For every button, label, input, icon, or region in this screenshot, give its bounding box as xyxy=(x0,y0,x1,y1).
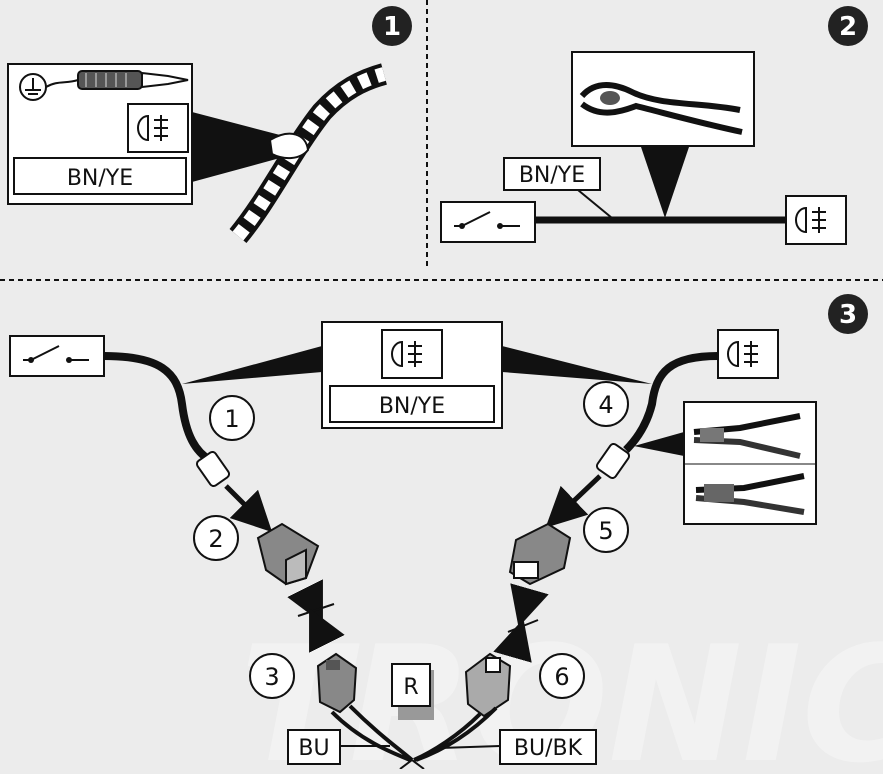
mating-arrows-right xyxy=(493,583,549,663)
lead-wires xyxy=(330,704,498,762)
callout-5: 5 xyxy=(583,507,629,553)
panel-1-test-lamp: BN/YE xyxy=(7,63,388,244)
lower-left-connector xyxy=(316,652,358,714)
fog-lamp-icon-4 xyxy=(717,329,779,379)
lead-box-right xyxy=(499,729,597,765)
step-badge-1: 1 xyxy=(372,6,412,46)
callout-2: 2 xyxy=(193,515,239,561)
callout-1: 1 xyxy=(209,395,255,441)
wire-color-label: BN/YE xyxy=(67,166,133,191)
svg-text:3: 3 xyxy=(264,663,279,691)
right-terminal xyxy=(595,442,631,480)
wire-bundle xyxy=(229,63,388,244)
insert-arrow-right xyxy=(545,474,602,528)
fog-lamp-icon xyxy=(127,103,189,153)
mating-arrows-left xyxy=(287,579,345,653)
lead-box-left xyxy=(287,729,341,765)
callout-3: 3 xyxy=(249,653,295,699)
svg-text:1: 1 xyxy=(383,12,401,42)
ground-icon xyxy=(19,73,47,101)
svg-text:3: 3 xyxy=(839,300,857,330)
fog-lamp-icon-3 xyxy=(381,329,443,379)
panel-3-connect: BN/YE xyxy=(9,321,817,770)
fog-lamp-icon-2 xyxy=(785,195,847,245)
right-housing xyxy=(508,522,572,586)
svg-text:2: 2 xyxy=(839,12,857,42)
wire-stripper-icon xyxy=(693,413,801,459)
svg-text:4: 4 xyxy=(598,391,613,419)
svg-text:1: 1 xyxy=(224,405,239,433)
lead-label-left: BU xyxy=(298,736,329,761)
panel-2-cut-wire: BN/YE xyxy=(440,51,847,245)
insert-arrow-left xyxy=(224,484,273,533)
switch-icon xyxy=(440,201,536,243)
wire-color-label-2: BN/YE xyxy=(519,163,585,188)
svg-text:2: 2 xyxy=(208,525,223,553)
left-terminal xyxy=(195,450,231,488)
wire-color-box-3 xyxy=(329,385,495,423)
lead-label-right: BU/BK xyxy=(514,736,583,761)
left-housing xyxy=(256,522,320,586)
step-badge-3: 3 xyxy=(828,294,868,334)
callout-4: 4 xyxy=(583,381,629,427)
side-cutter-pliers-icon xyxy=(571,51,755,147)
crimp-tools-box xyxy=(683,401,817,525)
relay-box xyxy=(391,663,431,707)
step-badge-2: 2 xyxy=(828,6,868,46)
label-leader xyxy=(577,189,613,219)
wire-color-label-3: BN/YE xyxy=(379,394,445,419)
relay-label: R xyxy=(403,675,418,700)
callout-6: 6 xyxy=(539,653,585,699)
svg-text:6: 6 xyxy=(554,663,569,691)
lower-right-connector xyxy=(464,652,512,718)
test-lamp-icon xyxy=(45,70,189,90)
crimping-pliers-icon xyxy=(695,473,805,515)
svg-text:5: 5 xyxy=(598,517,613,545)
wire-color-box xyxy=(13,157,187,195)
switch-icon-2 xyxy=(9,335,105,377)
wire-color-box-2 xyxy=(503,157,601,191)
